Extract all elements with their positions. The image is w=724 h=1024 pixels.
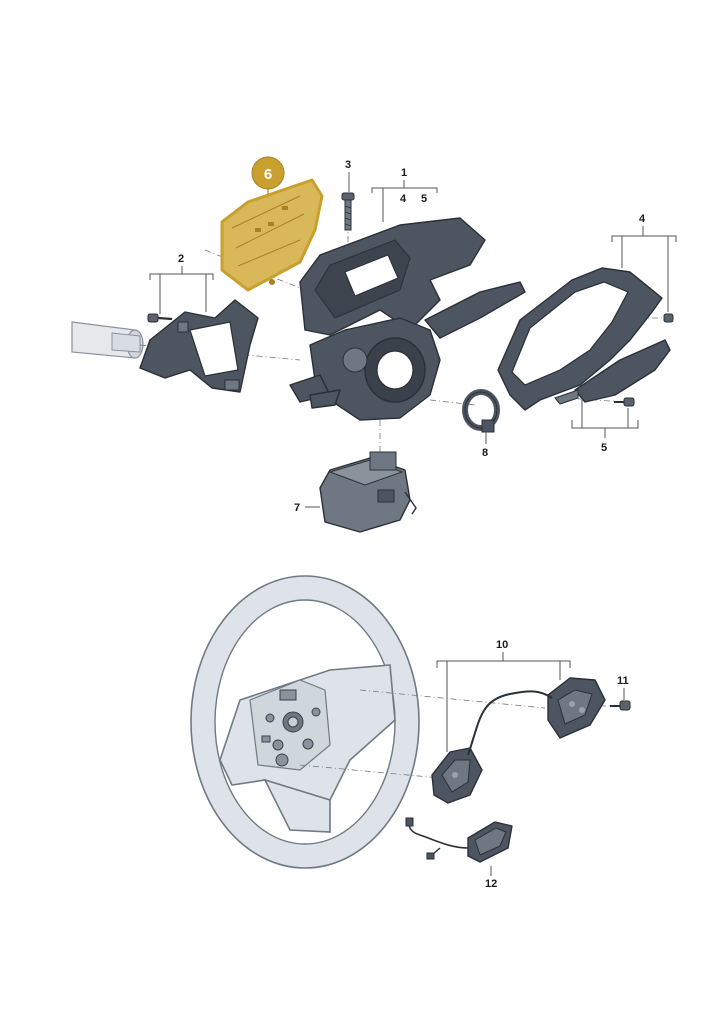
callout-7: 7 [294,502,300,514]
steering-column-shaft [71,321,144,359]
part-2-bracket[interactable] [139,299,259,393]
part-10-right-switch[interactable] [547,677,606,739]
callout-1: 1 [401,167,407,179]
part-4-trim-frame[interactable] [497,267,663,411]
part-10-cable [467,690,553,756]
part-5-trim-strip[interactable] [554,339,671,405]
steering-wheel[interactable] [190,575,420,869]
callout-10: 10 [496,639,508,651]
part-8-ring[interactable] [462,389,500,433]
part-12-module[interactable] [467,821,513,863]
part-11-screw[interactable] [610,700,631,711]
part-12-cable [408,821,469,849]
part-3-screw[interactable] [341,192,355,231]
callout-5: 5 [601,442,607,454]
callout-1-sub-5: 5 [421,193,427,205]
part-2-screw[interactable] [147,313,173,323]
callout-4: 4 [639,213,646,225]
callout-11: 11 [617,675,629,687]
part-5-screw[interactable] [614,397,635,407]
callout-2: 2 [178,253,184,265]
callout-8: 8 [482,447,488,459]
part-1-switch-housing[interactable] [289,217,526,421]
callout-1-sub-4: 4 [400,193,407,205]
callout-6-badge[interactable]: 6 [251,156,285,190]
part-10-left-switch[interactable] [431,747,483,804]
part-4-screw[interactable] [663,313,674,323]
callout-12: 12 [485,878,497,890]
callout-3: 3 [345,159,351,171]
callout-6: 6 [264,166,272,183]
part-7-module[interactable] [319,451,417,533]
part-6-cover[interactable] [220,178,324,292]
